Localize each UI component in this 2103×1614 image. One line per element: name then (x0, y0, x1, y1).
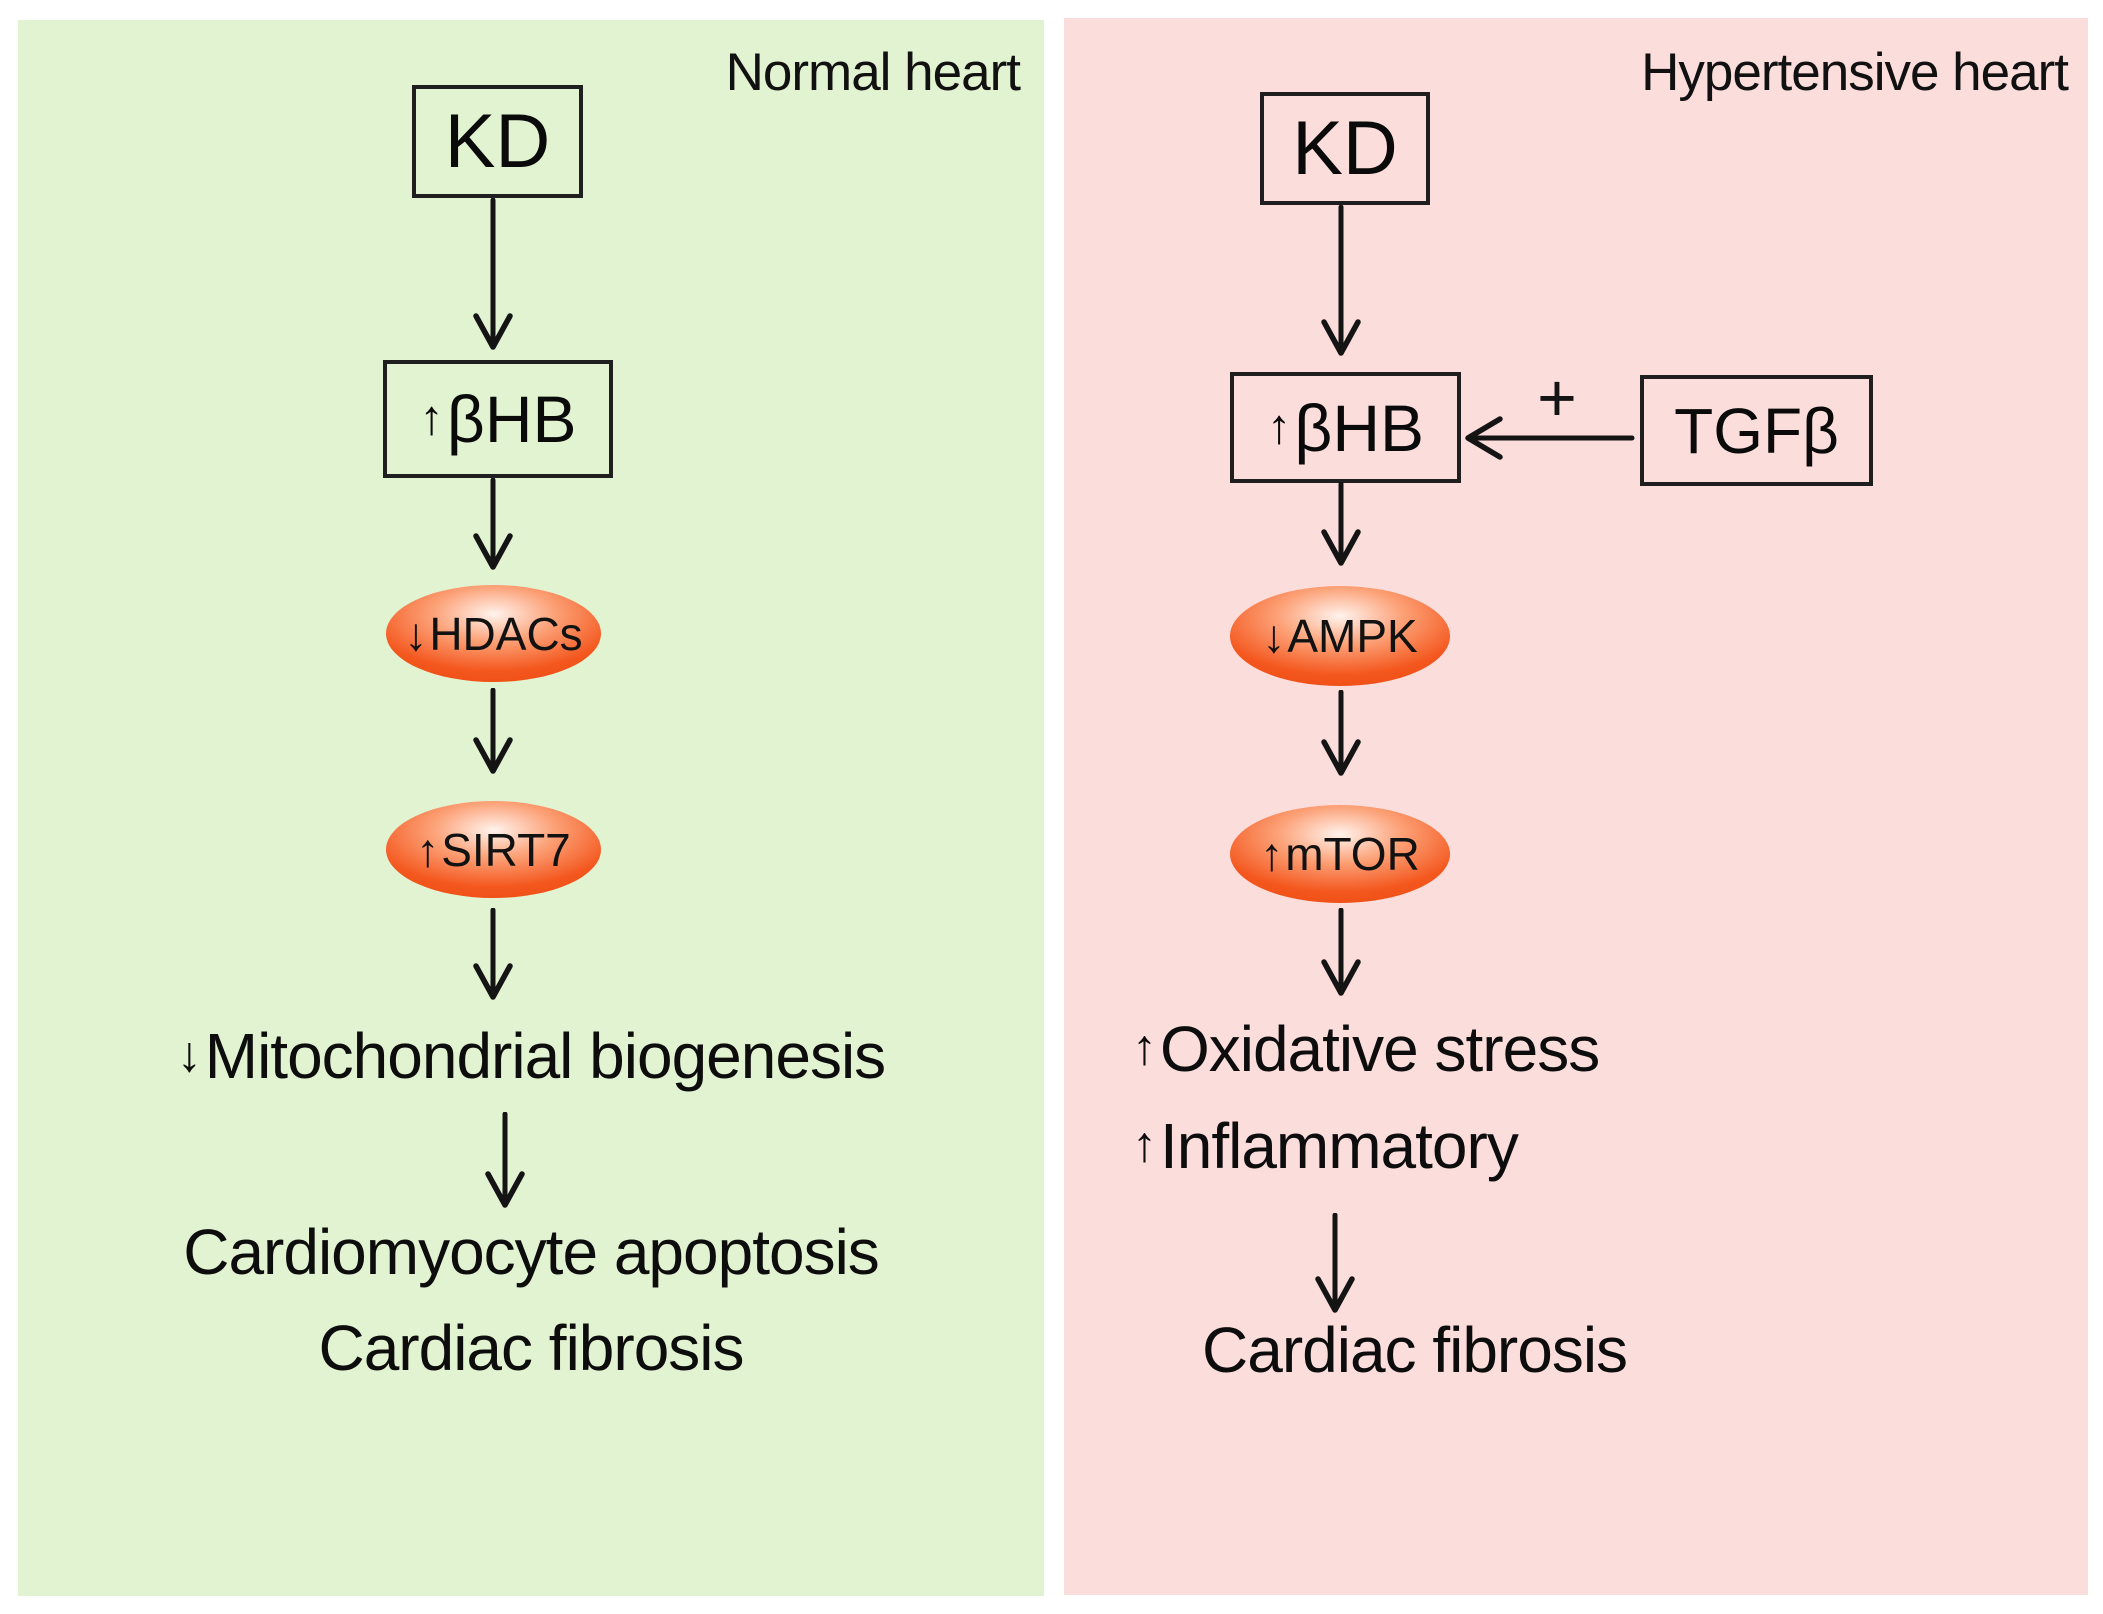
connector-hdacs-to-sirt7-arrow-down (473, 688, 513, 774)
up-arrow-icon: ↑ (1132, 1116, 1157, 1172)
node-bhb-normal-label: βHB (446, 382, 577, 456)
outcome-mitochondrial-biogenesis-label: Mitochondrial biogenesis (204, 1020, 886, 1092)
connector-bhb-to-ampk-arrow-down (1321, 482, 1361, 566)
connector-kd-to-bhb-arrow-down (1321, 205, 1361, 356)
outcome-oxidative-stress-label: Oxidative stress (1159, 1013, 1600, 1085)
node-bhb-hypertensive-label: βHB (1294, 390, 1425, 465)
node-tgfb: TGFβ (1640, 375, 1873, 486)
outcome-cardiac-fibrosis-hypertensive: Cardiac fibrosis (1202, 1314, 1628, 1388)
up-arrow-icon: ↑ (1260, 828, 1284, 880)
connector-ampk-to-mtor-arrow-down (1321, 690, 1361, 776)
connector-mito-to-apoptosis-arrow-down (485, 1112, 525, 1208)
node-sirt7-label: SIRT7 (441, 823, 571, 876)
down-arrow-icon: ↓ (1262, 610, 1286, 662)
node-bhb-normal: ↑ βHB (383, 360, 613, 478)
outcome-cardiomyocyte-apoptosis-label: Cardiomyocyte apoptosis (183, 1216, 880, 1288)
connector-bhb-to-hdacs-arrow-down (473, 478, 513, 570)
outcome-oxidative-stress: ↑Oxidative stress (1132, 1013, 1600, 1087)
node-ampk-ellipse: ↓ AMPK (1230, 586, 1450, 686)
node-sirt7-ellipse: ↑ SIRT7 (386, 801, 601, 898)
connector-mtor-to-oxidative-arrow-down (1321, 908, 1361, 996)
connector-sirt7-to-mito-arrow-down (473, 908, 513, 1000)
node-ampk-label: AMPK (1287, 610, 1418, 662)
outcome-inflammatory-label: Inflammatory (1159, 1110, 1519, 1182)
node-hdacs-label: HDACs (429, 607, 583, 660)
node-mtor-ellipse: ↑ mTOR (1230, 805, 1450, 903)
down-arrow-icon: ↓ (404, 607, 428, 660)
connector-tgfb-to-bhb-arrow-left (1465, 416, 1635, 460)
outcome-inflammatory: ↑Inflammatory (1132, 1110, 1519, 1184)
outcome-cardiac-fibrosis-normal: Cardiac fibrosis (18, 1312, 1044, 1386)
outcome-cardiac-fibrosis-normal-label: Cardiac fibrosis (318, 1312, 744, 1384)
up-arrow-icon: ↑ (1266, 399, 1292, 454)
panel-hypertensive-heart: Hypertensive heart KD ↑ βHB TGFβ + ↓ AMP… (1064, 18, 2088, 1595)
plus-stimulation-label: + (1537, 360, 1577, 436)
connector-inflammatory-to-fibrosis-arrow-down (1315, 1213, 1355, 1313)
node-tgfb-label: TGFβ (1674, 394, 1839, 467)
outcome-mitochondrial-biogenesis: ↓Mitochondrial biogenesis (18, 1020, 1044, 1094)
up-arrow-icon: ↑ (1132, 1019, 1157, 1075)
up-arrow-icon: ↑ (419, 391, 444, 445)
hypertensive-heart-title: Hypertensive heart (1641, 43, 2069, 102)
normal-heart-title: Normal heart (725, 43, 1021, 102)
node-hdacs-ellipse: ↓ HDACs (386, 585, 601, 682)
node-mtor-label: mTOR (1285, 828, 1420, 880)
panel-normal-heart: Normal heart KD ↑ βHB ↓ HDACs ↑ SIRT7 (18, 20, 1044, 1596)
down-arrow-icon: ↓ (176, 1026, 202, 1082)
node-bhb-hypertensive: ↑ βHB (1230, 372, 1461, 483)
up-arrow-icon: ↑ (416, 823, 440, 876)
node-kd-normal-label: KD (444, 99, 551, 184)
connector-kd-to-bhb-arrow-down (473, 198, 513, 350)
node-kd-hypertensive-label: KD (1292, 106, 1398, 191)
outcome-cardiomyocyte-apoptosis: Cardiomyocyte apoptosis (18, 1216, 1044, 1290)
node-kd-hypertensive: KD (1260, 92, 1430, 205)
node-kd-normal: KD (412, 85, 583, 198)
outcome-cardiac-fibrosis-hypertensive-label: Cardiac fibrosis (1202, 1314, 1628, 1386)
